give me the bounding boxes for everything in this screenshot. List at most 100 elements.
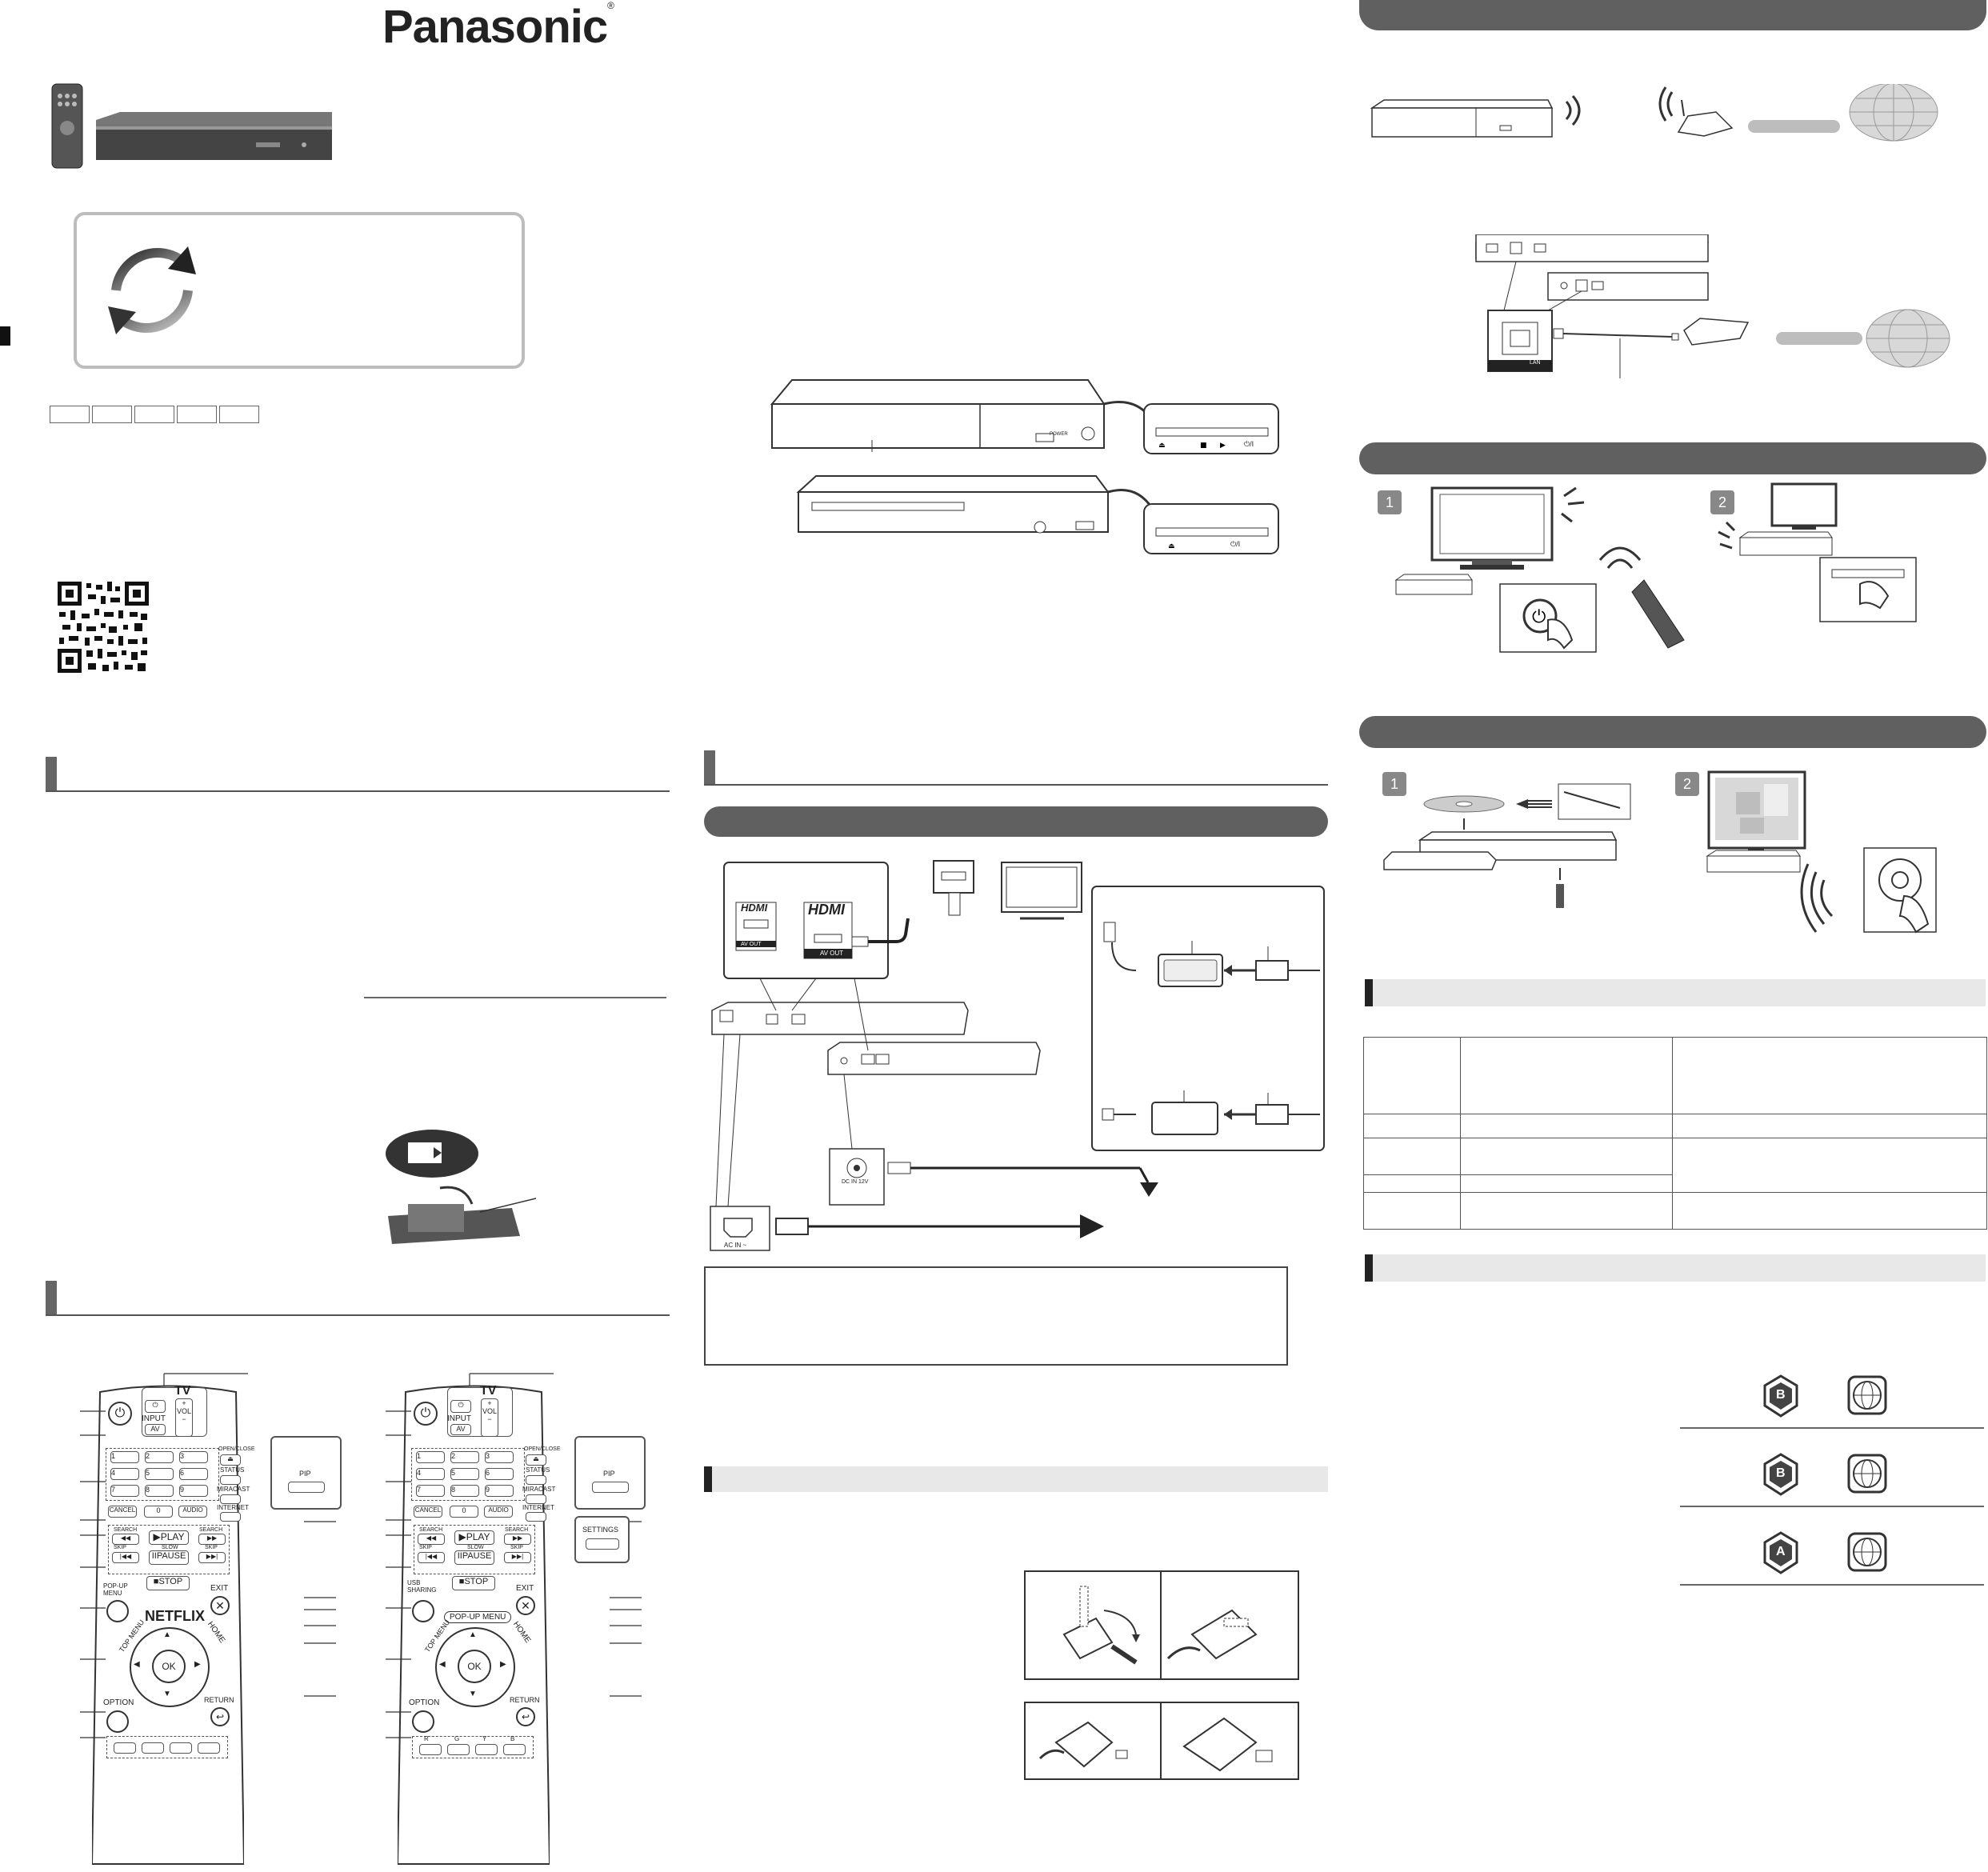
option-button[interactable] xyxy=(412,1710,434,1733)
option-button[interactable] xyxy=(106,1710,129,1733)
key-1[interactable]: 1 xyxy=(416,1451,445,1463)
up-arrow-icon[interactable]: ▲ xyxy=(469,1630,477,1639)
key-3[interactable]: 3 xyxy=(485,1451,514,1463)
search-forward-button[interactable]: ▶▶ xyxy=(504,1534,531,1545)
skip-forward-button[interactable]: ▶▶| xyxy=(504,1552,531,1563)
down-arrow-icon[interactable]: ▼ xyxy=(163,1690,171,1698)
input-av-button[interactable]: AV xyxy=(145,1424,166,1435)
tv-controls-group xyxy=(142,1387,207,1437)
key-7[interactable]: 7 xyxy=(110,1485,139,1497)
search-forward-button[interactable]: ▶▶ xyxy=(198,1534,226,1545)
open-close-label: OPEN/CLOSE xyxy=(218,1446,255,1452)
internet-button[interactable] xyxy=(220,1512,241,1522)
pip-button[interactable] xyxy=(592,1482,629,1493)
miracast-button[interactable] xyxy=(526,1494,546,1504)
key-5[interactable]: 5 xyxy=(450,1468,479,1480)
skip-forward-button[interactable]: ▶▶| xyxy=(198,1552,226,1563)
popup-menu-button[interactable]: POP-UP MENU xyxy=(444,1611,512,1623)
play-button[interactable]: ▶PLAY xyxy=(454,1530,494,1545)
product-image xyxy=(51,83,332,169)
key-8[interactable]: 8 xyxy=(145,1485,174,1497)
audio-button[interactable]: AUDIO xyxy=(484,1506,513,1518)
navigation-ring[interactable] xyxy=(435,1627,515,1707)
yellow-key[interactable] xyxy=(475,1744,498,1755)
region-section-header xyxy=(1365,1254,1986,1282)
key-5[interactable]: 5 xyxy=(145,1468,174,1480)
status-button[interactable] xyxy=(526,1475,546,1485)
popup-menu-button[interactable] xyxy=(106,1600,129,1622)
volume-rocker[interactable]: +VOL− xyxy=(481,1398,498,1437)
play-button[interactable]: ▶PLAY xyxy=(149,1530,189,1545)
tv-power-button[interactable]: ⏻ xyxy=(145,1400,166,1413)
search-back-button[interactable]: ◀◀ xyxy=(418,1534,445,1545)
ok-button[interactable]: OK xyxy=(458,1650,491,1683)
skip-left-label: SKIP xyxy=(114,1545,126,1550)
key-1[interactable]: 1 xyxy=(110,1451,139,1463)
cancel-button[interactable]: CANCEL xyxy=(108,1506,137,1518)
key-3[interactable]: 3 xyxy=(179,1451,208,1463)
key-4[interactable]: 4 xyxy=(416,1468,445,1480)
audio-button[interactable]: AUDIO xyxy=(178,1506,207,1518)
skip-back-button[interactable]: |◀◀ xyxy=(418,1552,445,1563)
stop-button[interactable]: ■STOP xyxy=(452,1576,495,1590)
home-menu-illustration xyxy=(1706,770,1937,934)
open-close-button[interactable]: ⏏ xyxy=(526,1454,546,1466)
red-key[interactable] xyxy=(419,1744,442,1755)
usb-sharing-button[interactable] xyxy=(412,1600,434,1622)
key-0[interactable]: 0 xyxy=(144,1506,173,1518)
player-power-on-illustration xyxy=(1718,482,1917,622)
key-2[interactable]: 2 xyxy=(450,1451,479,1463)
pip-button[interactable] xyxy=(288,1482,325,1493)
search-back-button[interactable]: ◀◀ xyxy=(112,1534,139,1545)
down-arrow-icon[interactable]: ▼ xyxy=(469,1690,477,1698)
key-6[interactable]: 6 xyxy=(485,1468,514,1480)
color-key-1[interactable] xyxy=(114,1742,136,1754)
key-9[interactable]: 9 xyxy=(485,1485,514,1497)
pause-button[interactable]: IIPAUSE xyxy=(149,1550,189,1565)
color-key-4[interactable] xyxy=(198,1742,220,1754)
key-7[interactable]: 7 xyxy=(416,1485,445,1497)
right-arrow-icon[interactable]: ▶ xyxy=(194,1660,201,1669)
key-2[interactable]: 2 xyxy=(145,1451,174,1463)
input-av-button[interactable]: AV xyxy=(450,1424,471,1435)
volume-rocker[interactable]: +VOL− xyxy=(175,1398,193,1437)
left-arrow-icon[interactable]: ◀ xyxy=(134,1660,140,1669)
pause-button[interactable]: IIPAUSE xyxy=(454,1550,494,1565)
green-key[interactable] xyxy=(447,1744,470,1755)
exit-button[interactable]: ✕ xyxy=(210,1596,230,1615)
color-key-3[interactable] xyxy=(170,1742,192,1754)
exit-button[interactable]: ✕ xyxy=(516,1596,535,1615)
ok-button[interactable]: OK xyxy=(152,1650,186,1683)
key-8[interactable]: 8 xyxy=(450,1485,479,1497)
navigation-ring[interactable] xyxy=(130,1627,210,1707)
ok-label: OK xyxy=(162,1661,176,1672)
color-key-2[interactable] xyxy=(142,1742,164,1754)
svg-text:⏏: ⏏ xyxy=(1158,442,1166,450)
power-button[interactable]: ⏻ xyxy=(414,1402,438,1426)
pip-callout-box: PIP xyxy=(270,1436,342,1510)
open-close-button[interactable]: ⏏ xyxy=(220,1454,241,1466)
stop-button[interactable]: ■STOP xyxy=(146,1576,190,1590)
right-arrow-icon[interactable]: ▶ xyxy=(500,1660,506,1669)
left-arrow-icon[interactable]: ◀ xyxy=(439,1660,446,1669)
return-icon[interactable]: ↩ xyxy=(516,1707,535,1726)
power-button[interactable]: ⏻ xyxy=(108,1402,132,1426)
stop-label: STOP xyxy=(158,1577,183,1586)
netflix-button[interactable]: NETFLIX xyxy=(145,1608,205,1624)
blue-key[interactable] xyxy=(503,1744,526,1755)
color-keys-group xyxy=(106,1736,228,1758)
up-arrow-icon[interactable]: ▲ xyxy=(163,1630,171,1639)
cancel-button[interactable]: CANCEL xyxy=(414,1506,442,1518)
miracast-button[interactable] xyxy=(220,1494,241,1504)
settings-button[interactable] xyxy=(586,1538,619,1550)
tv-power-button[interactable]: ⏻ xyxy=(450,1400,471,1413)
internet-button[interactable] xyxy=(526,1512,546,1522)
return-icon[interactable]: ↩ xyxy=(210,1707,230,1726)
key-9[interactable]: 9 xyxy=(179,1485,208,1497)
skip-back-button[interactable]: |◀◀ xyxy=(112,1552,139,1563)
return-label: RETURN xyxy=(204,1696,234,1704)
status-button[interactable] xyxy=(220,1475,241,1485)
key-0[interactable]: 0 xyxy=(450,1506,478,1518)
key-6[interactable]: 6 xyxy=(179,1468,208,1480)
key-4[interactable]: 4 xyxy=(110,1468,139,1480)
